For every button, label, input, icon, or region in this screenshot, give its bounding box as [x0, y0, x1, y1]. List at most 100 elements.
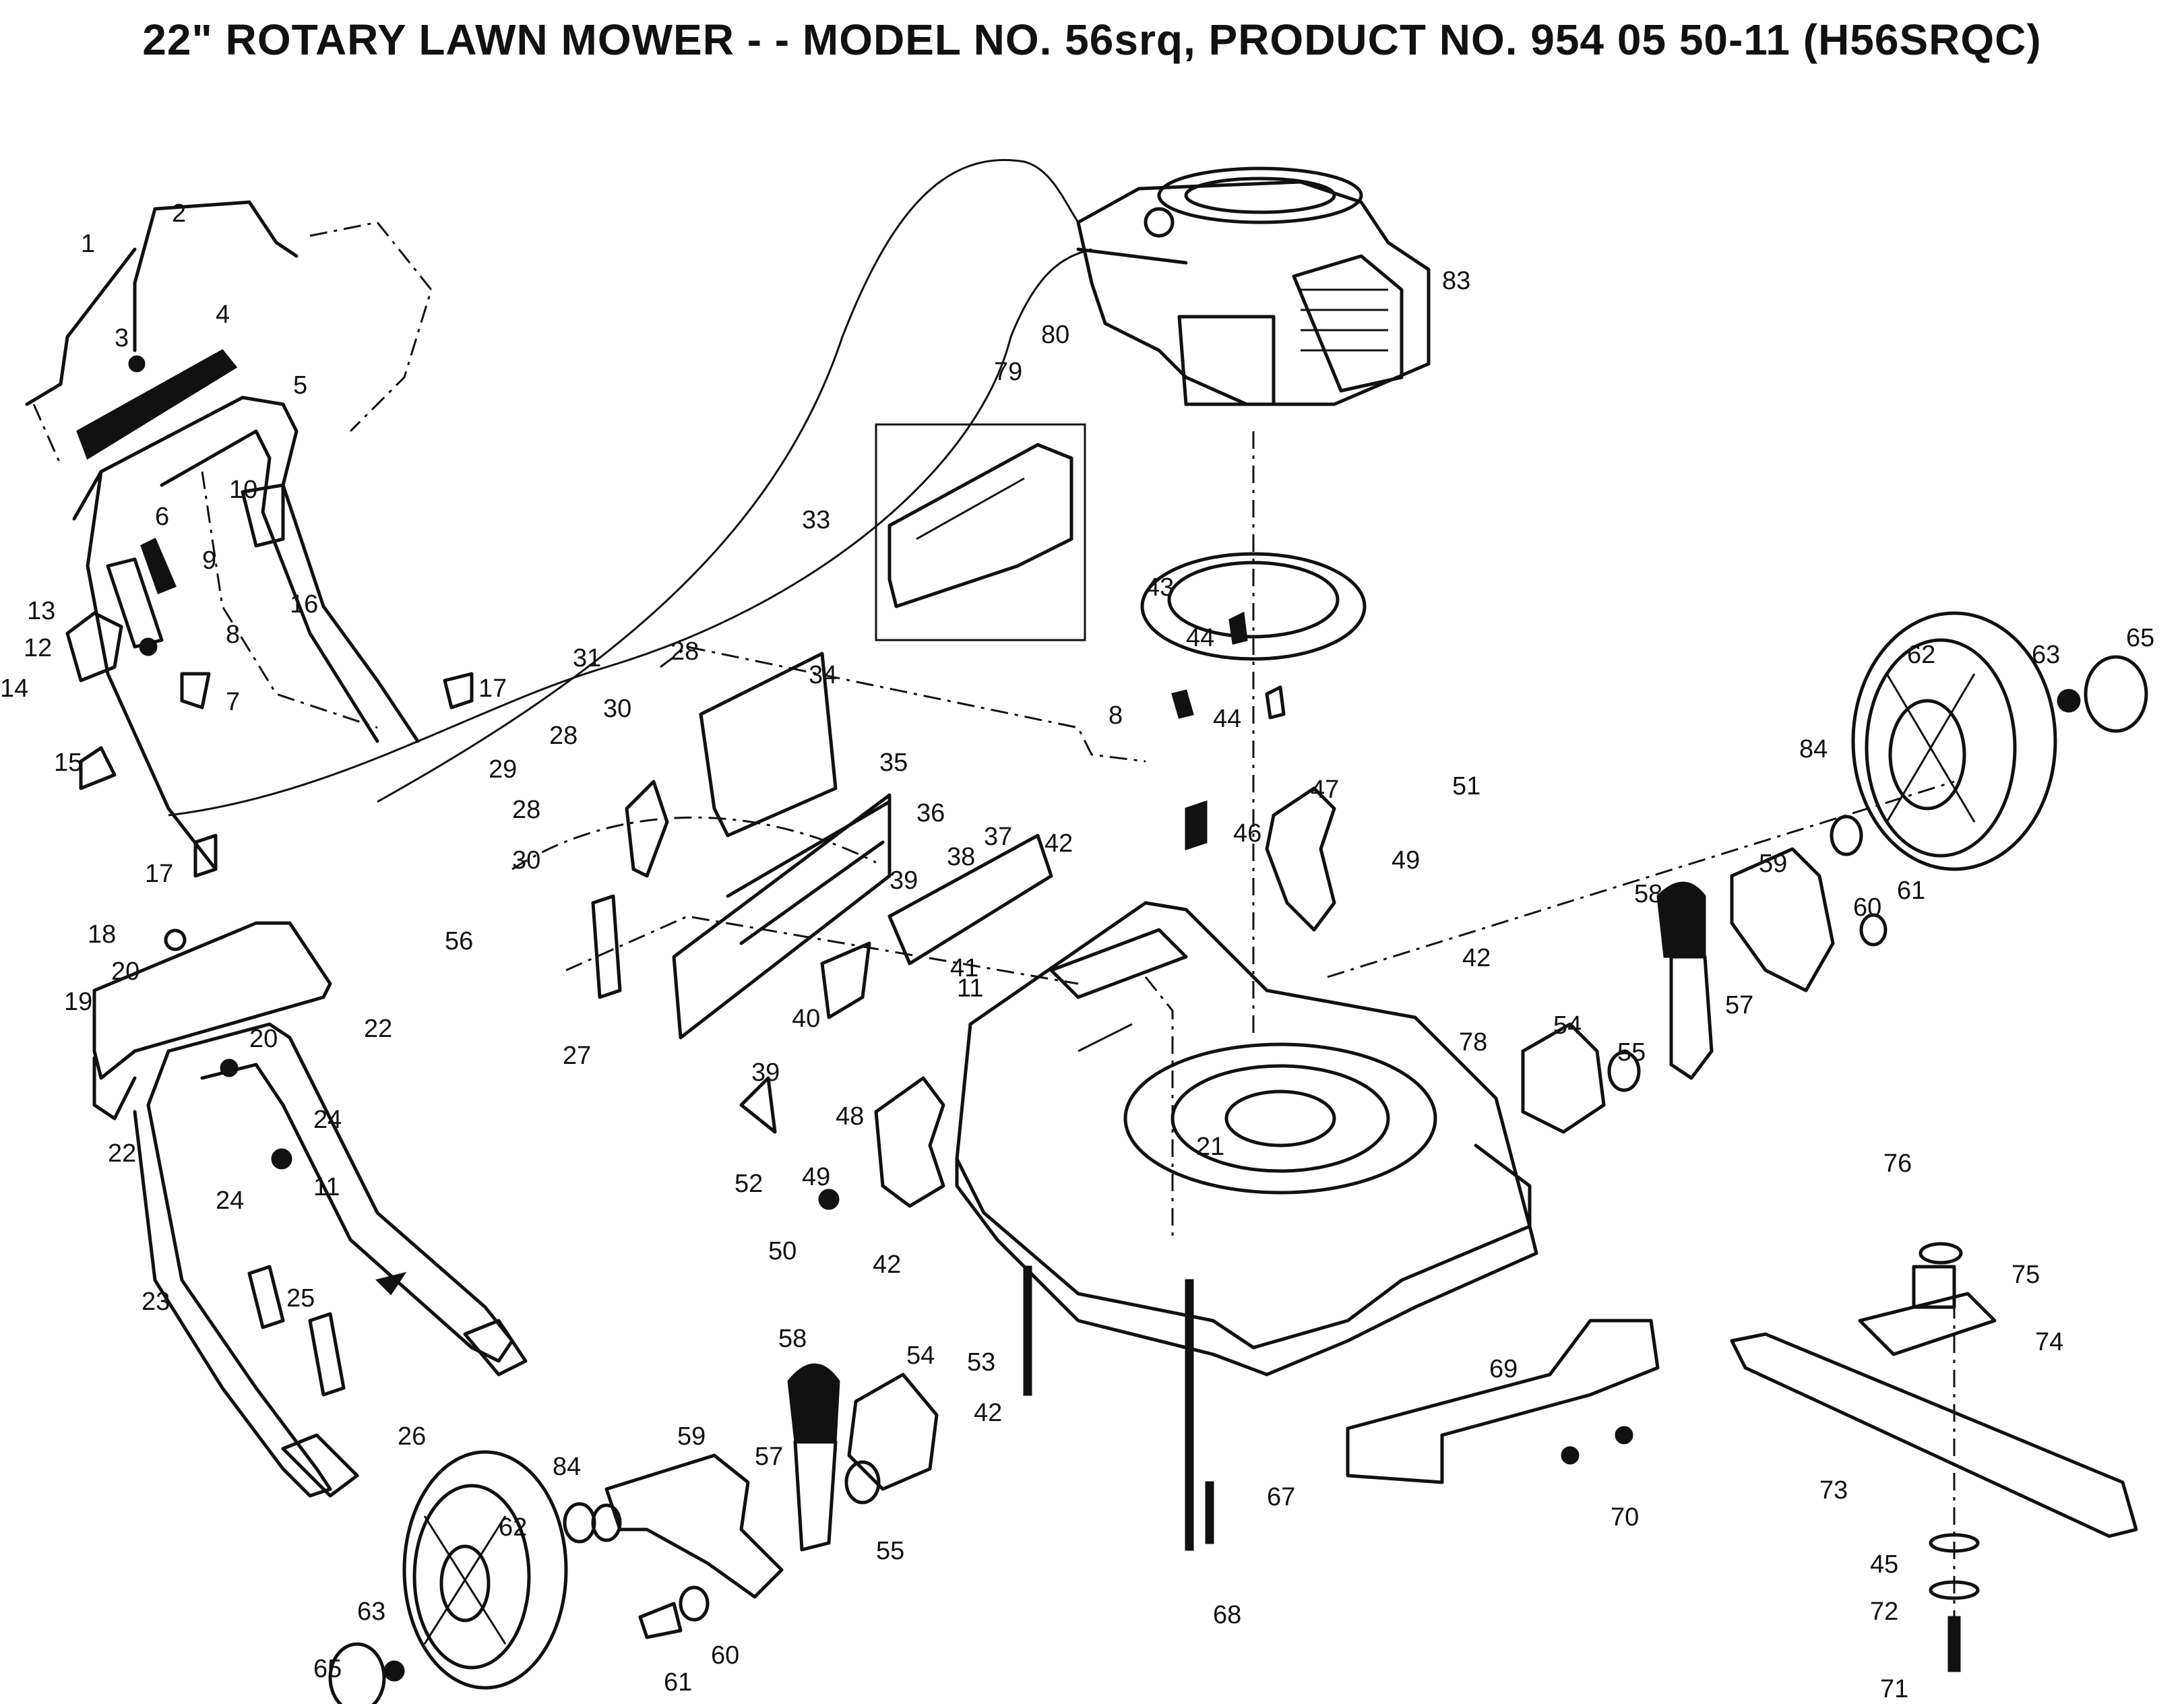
callout-11: 11 — [313, 1173, 340, 1201]
callout-30: 30 — [512, 846, 540, 875]
right-rear-wheel — [1851, 611, 2148, 871]
callout-65: 65 — [313, 1655, 342, 1683]
callout-37: 37 — [984, 823, 1012, 851]
callout-56: 56 — [445, 927, 473, 955]
callout-52: 52 — [735, 1170, 763, 1198]
callout-1: 1 — [81, 230, 95, 258]
callout-54: 54 — [1553, 1011, 1582, 1040]
callout-10: 10 — [229, 476, 257, 504]
callout-76: 76 — [1883, 1149, 1912, 1178]
callout-84: 84 — [1799, 735, 1828, 763]
callout-19: 19 — [64, 988, 92, 1016]
callout-30: 30 — [603, 695, 631, 723]
callout-42: 42 — [974, 1399, 1002, 1427]
callout-60: 60 — [711, 1641, 739, 1670]
callout-43: 43 — [1146, 573, 1174, 602]
callout-55: 55 — [1617, 1038, 1646, 1067]
height-adjust-plate-left — [874, 1076, 945, 1208]
callout-15: 15 — [54, 749, 82, 777]
callout-39: 39 — [751, 1059, 780, 1087]
left-height-adjuster — [563, 1363, 939, 1639]
callout-17: 17 — [478, 674, 507, 703]
callout-17: 17 — [145, 860, 173, 888]
callout-42: 42 — [873, 1251, 901, 1279]
left-front-wheel — [328, 1450, 568, 1704]
callout-20: 20 — [111, 957, 139, 986]
callout-80: 80 — [1041, 321, 1069, 349]
callout-28: 28 — [549, 722, 578, 750]
engine — [1076, 166, 1431, 406]
deck-baffle — [1346, 1319, 1660, 1484]
callout-8: 8 — [226, 621, 240, 649]
callout-4: 4 — [216, 301, 230, 329]
callout-44: 44 — [1213, 705, 1241, 733]
part-callouts: 1234567889101111121314151617171819202021… — [0, 199, 2154, 1703]
callout-33: 33 — [802, 506, 830, 534]
callout-6: 6 — [155, 503, 169, 531]
callout-75: 75 — [2011, 1261, 2040, 1289]
blade-assembly — [1730, 1242, 2138, 1672]
callout-25: 25 — [286, 1284, 315, 1313]
callout-24: 24 — [313, 1106, 342, 1134]
callout-26: 26 — [398, 1422, 426, 1451]
callout-34: 34 — [809, 661, 837, 689]
callout-14: 14 — [0, 674, 28, 703]
callout-46: 46 — [1233, 819, 1261, 848]
callout-83: 83 — [1442, 267, 1470, 295]
callout-55: 55 — [876, 1537, 904, 1565]
callout-29: 29 — [489, 755, 517, 784]
callout-54: 54 — [906, 1342, 935, 1370]
callout-24: 24 — [216, 1187, 244, 1215]
callout-49: 49 — [802, 1163, 830, 1191]
callout-40: 40 — [792, 1005, 820, 1033]
callout-9: 9 — [202, 546, 216, 575]
callout-84: 84 — [553, 1453, 581, 1481]
callout-27: 27 — [563, 1042, 591, 1070]
callout-65: 65 — [2126, 624, 2154, 652]
callout-21: 21 — [1196, 1133, 1224, 1161]
callout-28: 28 — [512, 796, 540, 824]
callout-16: 16 — [290, 590, 318, 619]
callout-69: 69 — [1489, 1355, 1518, 1383]
callout-18: 18 — [88, 920, 116, 949]
callout-71: 71 — [1880, 1675, 1908, 1703]
callout-78: 78 — [1459, 1028, 1487, 1056]
callout-45: 45 — [1870, 1550, 1898, 1579]
upper-handle-assembly — [25, 200, 474, 878]
callout-47: 47 — [1311, 776, 1339, 804]
callout-62: 62 — [1907, 641, 1935, 669]
height-adjust-plate-right — [1265, 786, 1336, 932]
callout-74: 74 — [2035, 1328, 2063, 1356]
callout-23: 23 — [142, 1288, 170, 1316]
mower-deck — [955, 901, 1538, 1377]
assembly-guide-lines — [511, 431, 1956, 1644]
callout-48: 48 — [836, 1102, 864, 1131]
callout-53: 53 — [967, 1348, 995, 1377]
callout-39: 39 — [890, 866, 918, 895]
control-cable — [377, 158, 1080, 803]
engine-mounting-parts — [875, 423, 1367, 720]
callout-67: 67 — [1267, 1483, 1295, 1511]
lower-handle-assembly — [92, 921, 528, 1498]
callout-22: 22 — [364, 1015, 392, 1043]
callout-61: 61 — [664, 1668, 692, 1697]
callout-63: 63 — [357, 1598, 385, 1626]
callout-79: 79 — [994, 358, 1022, 386]
callout-2: 2 — [172, 199, 186, 228]
callout-49: 49 — [1392, 846, 1420, 875]
callout-50: 50 — [768, 1237, 797, 1265]
right-height-adjuster — [1521, 815, 1887, 1134]
callout-42: 42 — [1044, 829, 1073, 858]
hardware — [739, 800, 1633, 1551]
callout-63: 63 — [2032, 641, 2060, 669]
callout-42: 42 — [1462, 944, 1491, 972]
callout-58: 58 — [778, 1325, 807, 1353]
callout-57: 57 — [1725, 991, 1753, 1019]
callout-5: 5 — [293, 371, 307, 400]
callout-12: 12 — [24, 634, 52, 662]
callout-72: 72 — [1870, 1598, 1898, 1626]
callout-22: 22 — [108, 1139, 136, 1168]
callout-3: 3 — [115, 324, 129, 352]
callout-35: 35 — [879, 749, 908, 777]
